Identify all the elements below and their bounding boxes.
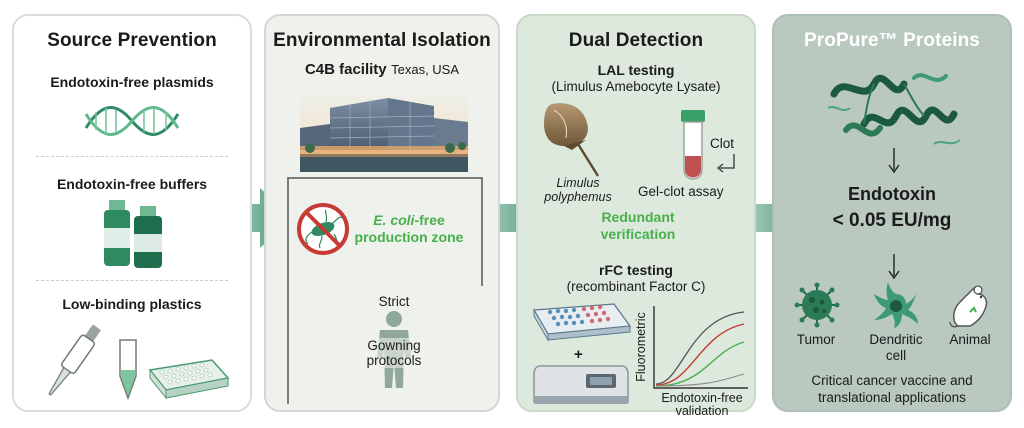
clot-arrow-icon bbox=[716, 154, 735, 173]
dendritic-cell-icon bbox=[874, 282, 918, 328]
fluorometric-axis-label: Fluorometric bbox=[634, 312, 648, 382]
pipette-tube-plate-icon bbox=[48, 324, 230, 401]
panel-title: Dual Detection bbox=[568, 30, 704, 51]
panel-propure-proteins: ProPure™ Proteins Endotoxin < 0.05 EU/mg bbox=[772, 14, 1012, 412]
footer-line-2: translational applications bbox=[818, 390, 966, 405]
strict-label: Strict bbox=[378, 294, 410, 309]
protocols-label: protocols bbox=[366, 353, 422, 368]
polyphemus-label: polyphemus bbox=[544, 190, 612, 204]
divider bbox=[36, 156, 228, 157]
free-suffix: -free bbox=[414, 212, 445, 228]
facility-building-image bbox=[300, 88, 468, 172]
lal-subtitle: (Limulus Amebocyte Lysate) bbox=[551, 79, 721, 94]
plate-reader-icon bbox=[533, 365, 629, 404]
panel-environmental-isolation: Environmental Isolation C4B facility Tex… bbox=[264, 14, 500, 412]
ecoli-label: E. coli bbox=[373, 212, 415, 228]
dna-icon bbox=[84, 106, 180, 136]
microplate-icon bbox=[532, 303, 632, 342]
verification-label: verification bbox=[600, 226, 676, 242]
fluorescence-curves-chart bbox=[653, 306, 748, 389]
no-ecoli-icon bbox=[297, 203, 349, 255]
gel-clot-tube-icon bbox=[681, 110, 705, 180]
facility-name: C4B facility bbox=[304, 61, 387, 78]
facility-location: Texas, USA bbox=[391, 62, 460, 77]
panel-title: Environmental Isolation bbox=[273, 30, 491, 51]
limulus-label: Limulus bbox=[556, 176, 600, 190]
plus-sign: + bbox=[574, 346, 583, 363]
mouse-icon bbox=[949, 285, 988, 328]
cell-label: cell bbox=[885, 348, 907, 363]
protein-structure-icon bbox=[827, 73, 961, 145]
dendritic-label: Dendritic bbox=[869, 332, 923, 347]
endotoxin-label: Endotoxin bbox=[848, 184, 936, 204]
footer-line-1: Critical cancer vaccine and bbox=[811, 373, 973, 388]
tumor-cell-icon bbox=[794, 282, 840, 328]
rfc-title: rFC testing bbox=[599, 262, 673, 278]
production-zone-label: production zone bbox=[354, 229, 464, 245]
item-plasmids-label: Endotoxin-free plasmids bbox=[50, 74, 214, 90]
panel-title: ProPure™ Proteins bbox=[804, 30, 980, 51]
panel-source-prevention: Source Prevention Endotoxin-free plasmid… bbox=[12, 14, 252, 412]
endotoxin-limit: < 0.05 EU/mg bbox=[832, 210, 952, 231]
down-arrow-icon bbox=[888, 254, 900, 280]
clot-label: Clot bbox=[710, 136, 735, 151]
item-plastics-label: Low-binding plastics bbox=[62, 296, 202, 312]
item-buffers-label: Endotoxin-free buffers bbox=[56, 176, 208, 192]
isolation-zone-bracket bbox=[287, 177, 483, 404]
redundant-label: Redundant bbox=[601, 209, 675, 225]
validation-label: validation bbox=[675, 404, 729, 418]
lal-title: LAL testing bbox=[597, 62, 675, 78]
endotoxin-free-label: Endotoxin-free bbox=[661, 391, 743, 405]
rfc-subtitle: (recombinant Factor C) bbox=[566, 279, 706, 294]
tumor-label: Tumor bbox=[796, 332, 836, 347]
gowning-label: Gowning bbox=[367, 338, 421, 353]
down-arrow-icon bbox=[888, 148, 900, 174]
divider bbox=[36, 280, 228, 281]
panel-dual-detection: Dual Detection LAL testing (Limulus Ameb… bbox=[516, 14, 756, 418]
horseshoe-crab-icon bbox=[544, 103, 600, 177]
animal-label: Animal bbox=[949, 332, 991, 347]
panel-title: Source Prevention bbox=[47, 30, 217, 51]
gel-clot-assay-label: Gel-clot assay bbox=[638, 184, 724, 199]
bottle-icon bbox=[104, 200, 162, 268]
